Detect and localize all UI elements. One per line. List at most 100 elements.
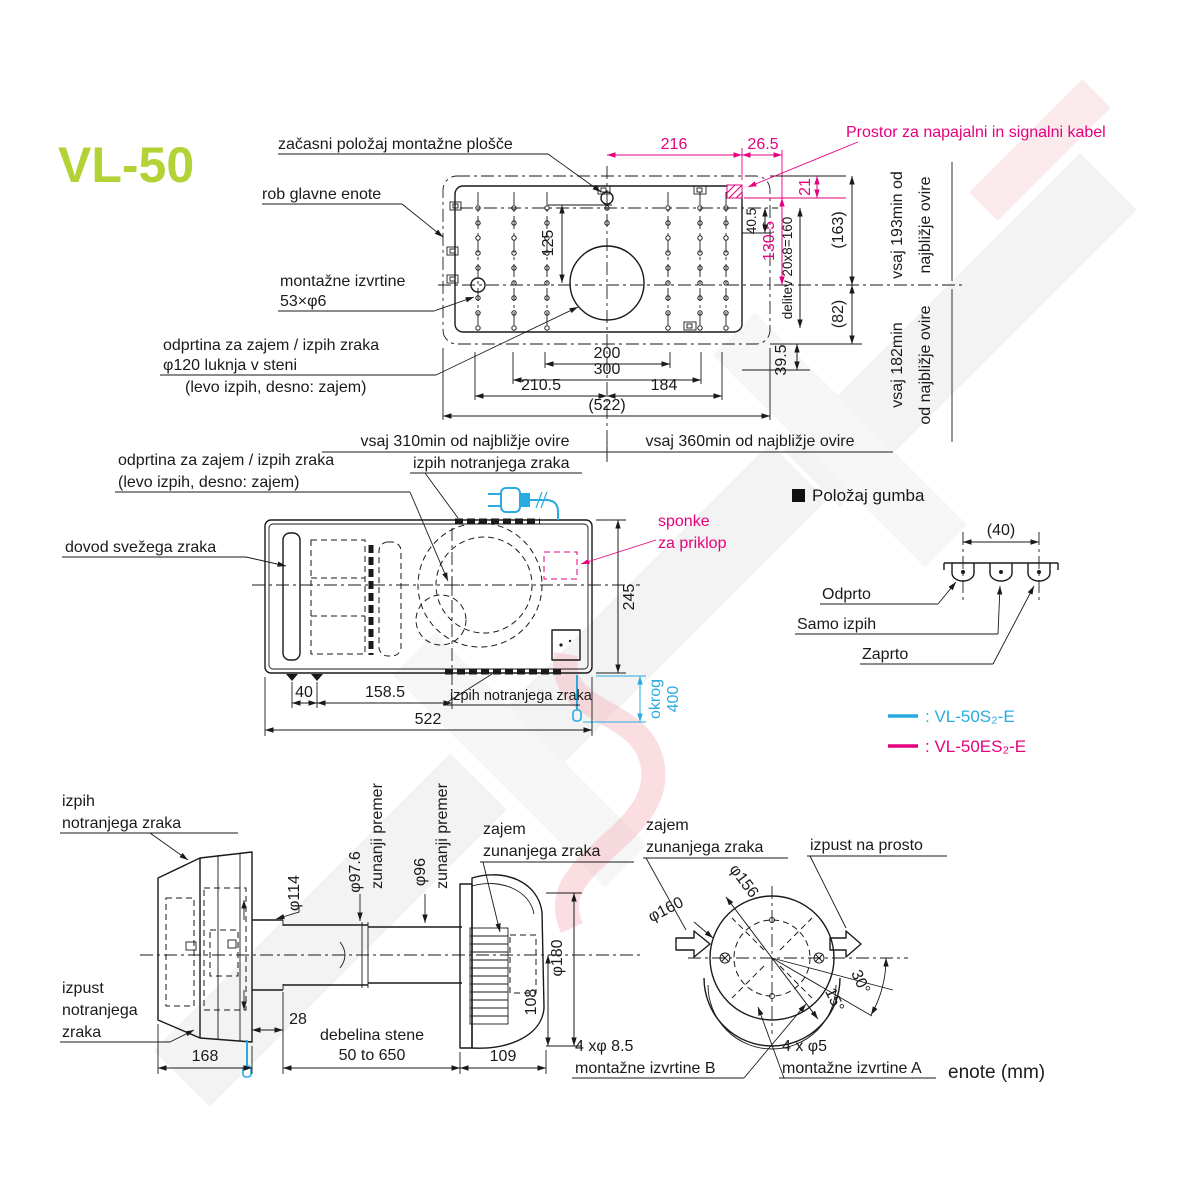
- bottom-extension-lines: [442, 348, 771, 420]
- dim-160-label: φ160: [646, 894, 687, 926]
- side-bottom-dims: [157, 992, 547, 1074]
- dim-82-label: (82): [830, 300, 847, 328]
- dim-109-label: 109: [490, 1048, 517, 1065]
- edge-leader: [262, 203, 444, 238]
- knob-exhaust-leader: [795, 585, 1003, 635]
- dim-125: [548, 204, 612, 283]
- side-outlet-leader: [60, 1029, 195, 1043]
- watermark: [153, 79, 1137, 1107]
- dim-160-leader: [693, 921, 714, 939]
- holes-leader: [278, 296, 475, 312]
- dim-163-82: [770, 176, 862, 345]
- dim-114-label: φ114: [286, 875, 303, 911]
- knob-diagram: [943, 532, 1059, 602]
- side-intake-label-1: zajem: [483, 821, 526, 838]
- knob-dim-40-label: (40): [987, 522, 1015, 539]
- knob-heading: Položaj gumba: [812, 486, 925, 505]
- terminal-box: [551, 629, 581, 661]
- dim-210-5-label: 210.5: [521, 377, 561, 394]
- side-outlet-label-1: izpust: [62, 980, 104, 997]
- dim-184-label: 184: [651, 377, 678, 394]
- clearance-182-label-1: vsaj 182min: [889, 322, 906, 407]
- cord-length-label-2: 400: [665, 686, 682, 713]
- power-plug-icon: [488, 487, 559, 520]
- dim-216-26-5: [607, 148, 783, 198]
- intake-flow-arrow: [675, 930, 711, 958]
- unit-body-outline: [264, 519, 593, 674]
- angle-dims: [771, 957, 894, 1017]
- side-outlet-label-3: zraka: [62, 1024, 101, 1041]
- side-exhaust-label-1: izpih: [62, 793, 95, 810]
- plan-view-drawing: 245 okrog 400 40 158.5 522 odprti: [62, 452, 727, 736]
- dim-114-leader: [275, 906, 300, 920]
- clips-label-2: za priklop: [658, 535, 727, 552]
- page-title: VL-50: [58, 137, 194, 193]
- side-exhaust-label-2: notranjega zraka: [62, 815, 181, 832]
- knob-closed-label: Zaprto: [862, 646, 908, 663]
- exhaust-bottom-leader: [442, 673, 580, 706]
- wall-label-1: debelina stene: [320, 1027, 424, 1044]
- dim-180-label: φ180: [549, 939, 566, 976]
- opening-leader: [160, 306, 579, 376]
- plan-opening-leader: [115, 491, 449, 582]
- dim-delitev-label: delitev 20x8=160: [780, 217, 795, 319]
- dim-158-5-label: 158.5: [365, 684, 405, 701]
- dim-245-label: 245: [621, 584, 638, 611]
- connection-clips-box: [543, 551, 578, 580]
- cable-space-hatch: [726, 184, 743, 199]
- model-legend: : VL-50S₂-E : VL-50ES₂-E: [888, 707, 1026, 756]
- holes-a-label-2: montažne izvrtine A: [782, 1060, 922, 1077]
- dim-125-label: 125: [540, 230, 557, 257]
- clearance-193-label-2: najbližje ovire: [917, 176, 934, 273]
- front-intake-label-1: zajem: [646, 817, 689, 834]
- dim-40-5-label: 40.5: [744, 208, 759, 234]
- knob-panel: Položaj gumba (40) Odprto Samo izpih Zap…: [792, 486, 1059, 756]
- pull-cord: [572, 675, 582, 722]
- exhaust-bottom-label: izpih notranjega zraka: [450, 688, 593, 704]
- angle-30-label: 30°: [847, 968, 873, 997]
- outer-dia-label-1: zunanji premer: [369, 782, 386, 889]
- bottom-dim-lines: [443, 361, 770, 419]
- unit-body-inner: [268, 523, 589, 670]
- knob-closed-leader: [860, 585, 1035, 665]
- dim-300-label: 300: [594, 361, 621, 378]
- side-view-drawing: φ114 φ97.6 zunanji premer φ96 zunanji pr…: [60, 782, 640, 1078]
- clearance-360-label: vsaj 360min od najbližje ovire: [646, 433, 855, 450]
- legend-model-es: : VL-50ES₂-E: [925, 737, 1026, 756]
- center-cross: [444, 577, 460, 593]
- clearance-310-label: vsaj 310min od najbližje ovire: [361, 433, 570, 450]
- knob-exhaust-label: Samo izpih: [797, 616, 876, 633]
- indoor-unit-details: [165, 853, 247, 1041]
- dim-21-label: 21: [797, 178, 814, 196]
- front-outlet-label: izpust na prosto: [810, 837, 923, 854]
- front-outlet-leader: [807, 855, 947, 929]
- holes-a-leader: [757, 1006, 936, 1079]
- holes-b-label-2: montažne izvrtine B: [575, 1060, 716, 1077]
- rear-view-drawing: 216 26.5 21 130.5 40.5 delitev 20x8=160 …: [160, 124, 1106, 462]
- holes-label-1: montažne izvrtine: [280, 273, 405, 290]
- feet: [286, 674, 323, 681]
- cable-space-label: Prostor za napajalni in signalni kabel: [846, 124, 1106, 141]
- knob-open-label: Odprto: [822, 586, 871, 603]
- holes-b-label-1: 4 xφ 8.5: [575, 1038, 634, 1055]
- opening-label-2: φ120 luknja v steni: [163, 357, 297, 374]
- cable-space-leader: [747, 141, 859, 188]
- clips-label-1: sponke: [658, 513, 710, 530]
- clearance-193-label-1: vsaj 193min od: [889, 171, 906, 279]
- dim-97-6-label: φ97.6: [347, 851, 364, 893]
- mounting-holes: [475, 205, 729, 331]
- side-outlet-label-2: notranjega: [62, 1002, 138, 1019]
- wall-hole-circle: [569, 245, 645, 321]
- opening-label-1: odprtina za zajem / izpih zraka: [163, 337, 379, 354]
- plan-opening-label-2: (levo izpih, desno: zajem): [118, 474, 299, 491]
- dim-180: [546, 892, 582, 1047]
- dim-39-5: [742, 344, 810, 371]
- dim-156-label: φ156: [726, 861, 762, 901]
- dim-168-label: 168: [192, 1048, 219, 1065]
- dim-96-label: φ96: [412, 858, 429, 886]
- temp-plate-position-hole: [600, 191, 614, 205]
- dim-okrog-400: [583, 675, 646, 723]
- exhaust-top-label: izpih notranjega zraka: [413, 455, 570, 472]
- wall-pipe: [252, 919, 462, 991]
